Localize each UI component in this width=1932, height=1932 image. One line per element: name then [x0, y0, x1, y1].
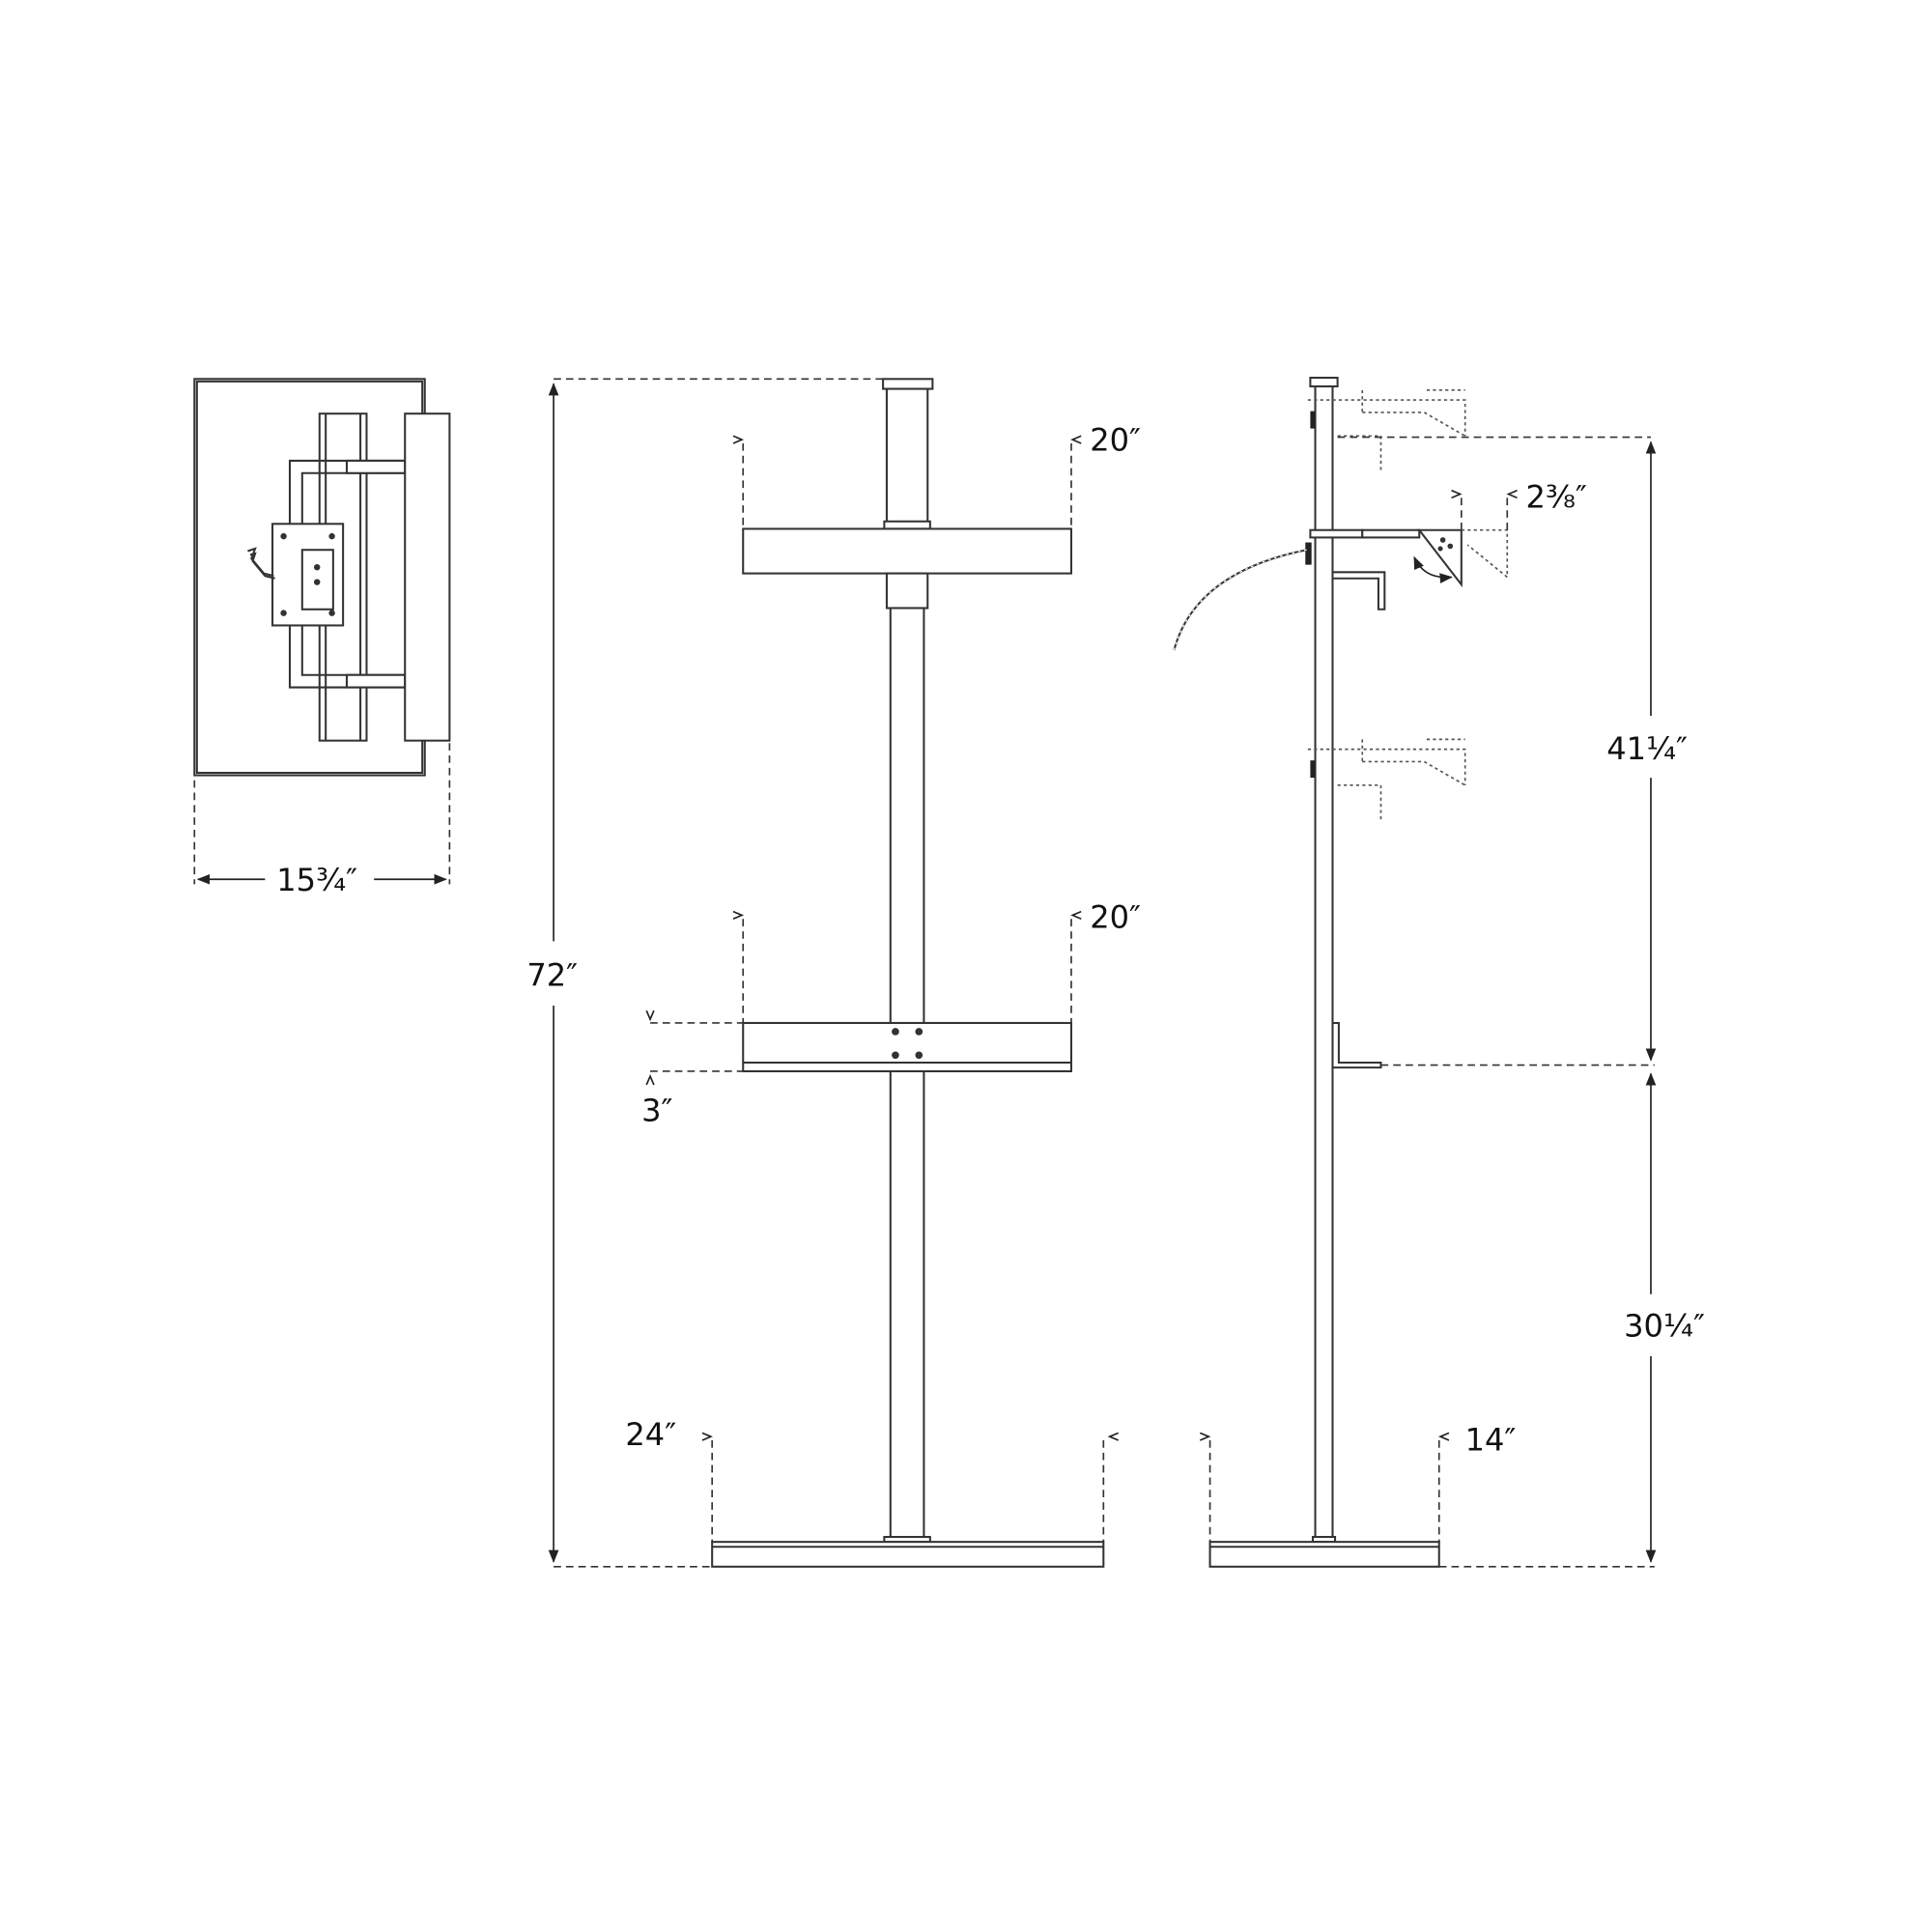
side-view: 2⅜″ 14″ 41¼″ 30¼″: [1173, 377, 1705, 1568]
dimension-shelf-height: 3″: [641, 1092, 672, 1128]
dimension-upper-height: 41¼″: [1606, 730, 1688, 767]
dimension-lower-height: 30¼″: [1624, 1307, 1705, 1344]
dimension-upper-shade-width: 20″: [1090, 422, 1141, 459]
front-view: 72″ 20″ 20″ 3″ 24″: [526, 378, 1141, 1568]
dimension-arm-adjust: 2⅜″: [1525, 479, 1586, 516]
dimension-lower-shelf-width: 20″: [1090, 898, 1141, 935]
dimension-base-depth: 14″: [1465, 1421, 1517, 1458]
dimension-base-width: 24″: [625, 1416, 676, 1453]
dimension-overall-height: 72″: [526, 957, 578, 994]
top-view: 15¾″: [193, 378, 451, 898]
dimension-top-width: 15¾″: [276, 862, 357, 898]
